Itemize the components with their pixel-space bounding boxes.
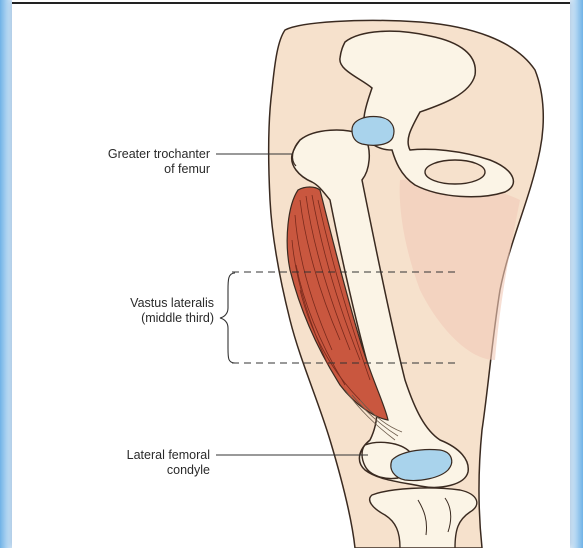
label-greater-trochanter-line2: of femur: [108, 162, 210, 177]
middle-third-brace: [220, 273, 235, 363]
obturator-foramen: [425, 160, 485, 184]
label-vastus-lateralis: Vastus lateralis (middle third): [130, 296, 214, 326]
label-greater-trochanter-line1: Greater trochanter: [108, 147, 210, 162]
label-lateral-condyle-line1: Lateral femoral: [127, 448, 210, 463]
femoral-head-cartilage: [352, 117, 394, 146]
label-vastus-lateralis-line2: (middle third): [130, 311, 214, 326]
label-greater-trochanter: Greater trochanter of femur: [108, 147, 210, 177]
label-lateral-condyle: Lateral femoral condyle: [127, 448, 210, 478]
label-vastus-lateralis-line1: Vastus lateralis: [130, 296, 214, 311]
label-lateral-condyle-line2: condyle: [127, 463, 210, 478]
